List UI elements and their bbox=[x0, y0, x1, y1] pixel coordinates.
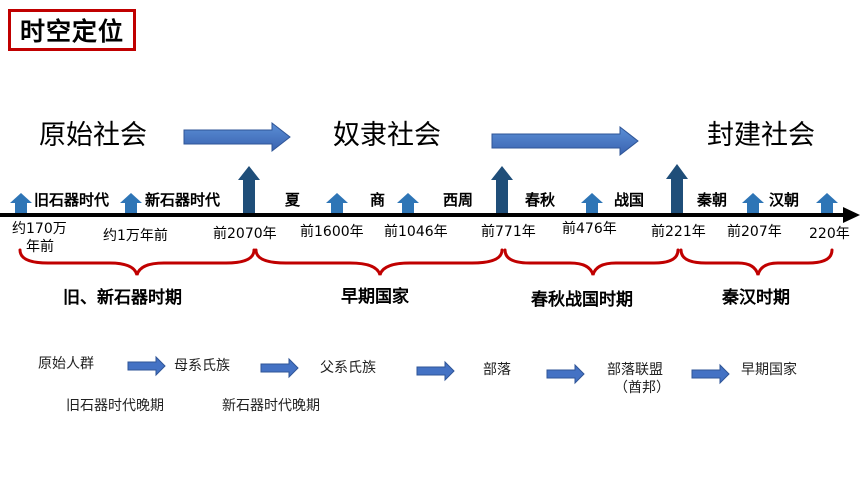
marker-arrow-tall bbox=[238, 166, 260, 213]
date-label: 约170万 bbox=[12, 221, 67, 237]
marker-arrow-tall bbox=[491, 166, 513, 213]
period-spring-autumn: 春秋 bbox=[525, 191, 556, 209]
stage-tribal-alliance: 部落联盟 bbox=[607, 362, 663, 378]
stage-arrow bbox=[260, 357, 299, 379]
stage-arrow bbox=[546, 363, 585, 385]
axis-arrowhead-icon bbox=[843, 207, 860, 223]
date-label: 前771年 bbox=[481, 224, 536, 240]
date-label: 前1046年 bbox=[384, 224, 448, 240]
marker-arrow bbox=[816, 193, 838, 213]
stage-arrow bbox=[691, 363, 730, 385]
period-warring-states: 战国 bbox=[614, 191, 645, 209]
date-label: 前2070年 bbox=[213, 226, 277, 242]
era-spring-autumn-warring: 春秋战国时期 bbox=[531, 290, 633, 310]
sub-label-late-neolithic: 新石器时代晚期 bbox=[222, 398, 320, 414]
marker-arrow-tall bbox=[666, 164, 688, 213]
era-brace bbox=[254, 248, 504, 276]
stage-early-state: 早期国家 bbox=[741, 362, 797, 378]
date-label: 前207年 bbox=[727, 224, 782, 240]
era-stone-age: 旧、新石器时期 bbox=[63, 288, 182, 308]
stage-patrilineal: 父系氏族 bbox=[320, 360, 376, 376]
stage-chiefdom: （酋邦） bbox=[614, 380, 670, 396]
stage-arrows bbox=[127, 355, 730, 385]
date-label: 约1万年前 bbox=[103, 228, 168, 244]
stage-arrow bbox=[416, 360, 455, 382]
stage-arrow bbox=[127, 355, 166, 377]
small-marker-arrows bbox=[10, 193, 838, 213]
period-qin: 秦朝 bbox=[697, 191, 728, 209]
marker-arrow bbox=[742, 193, 764, 213]
marker-arrow bbox=[581, 193, 603, 213]
period-paleolithic: 旧石器时代 bbox=[34, 191, 110, 209]
society-feudal: 封建社会 bbox=[707, 120, 815, 151]
era-brace bbox=[503, 248, 680, 276]
period-neolithic: 新石器时代 bbox=[145, 191, 221, 209]
era-qin-han: 秦汉时期 bbox=[722, 288, 790, 308]
stage-tribe: 部落 bbox=[483, 362, 511, 378]
society-slave: 奴隶社会 bbox=[333, 120, 441, 151]
period-shang: 商 bbox=[370, 191, 386, 209]
era-early-states: 早期国家 bbox=[341, 287, 409, 307]
tall-marker-arrows bbox=[238, 164, 688, 213]
date-label: 年前 bbox=[26, 239, 54, 255]
date-label: 前221年 bbox=[651, 224, 706, 240]
date-label: 前1600年 bbox=[300, 224, 364, 240]
sub-label-late-paleolithic: 旧石器时代晚期 bbox=[66, 398, 164, 414]
period-han: 汉朝 bbox=[769, 191, 800, 209]
era-brace bbox=[18, 248, 256, 276]
transition-arrow-1 bbox=[183, 121, 291, 153]
slide-title: 时空定位 bbox=[8, 9, 136, 51]
marker-arrow bbox=[326, 193, 348, 213]
stage-primitive-group: 原始人群 bbox=[38, 356, 94, 372]
transition-arrow-2 bbox=[491, 125, 639, 157]
era-brace bbox=[679, 248, 834, 276]
marker-arrow bbox=[120, 193, 142, 213]
period-xia: 夏 bbox=[285, 191, 301, 209]
period-western-zhou: 西周 bbox=[443, 191, 474, 209]
date-label: 前476年 bbox=[562, 221, 617, 237]
society-primitive: 原始社会 bbox=[39, 120, 147, 151]
date-label: 220年 bbox=[809, 226, 850, 242]
stage-matrilineal: 母系氏族 bbox=[174, 358, 230, 374]
marker-arrow bbox=[397, 193, 419, 213]
era-braces bbox=[18, 248, 834, 276]
marker-arrow bbox=[10, 193, 32, 213]
